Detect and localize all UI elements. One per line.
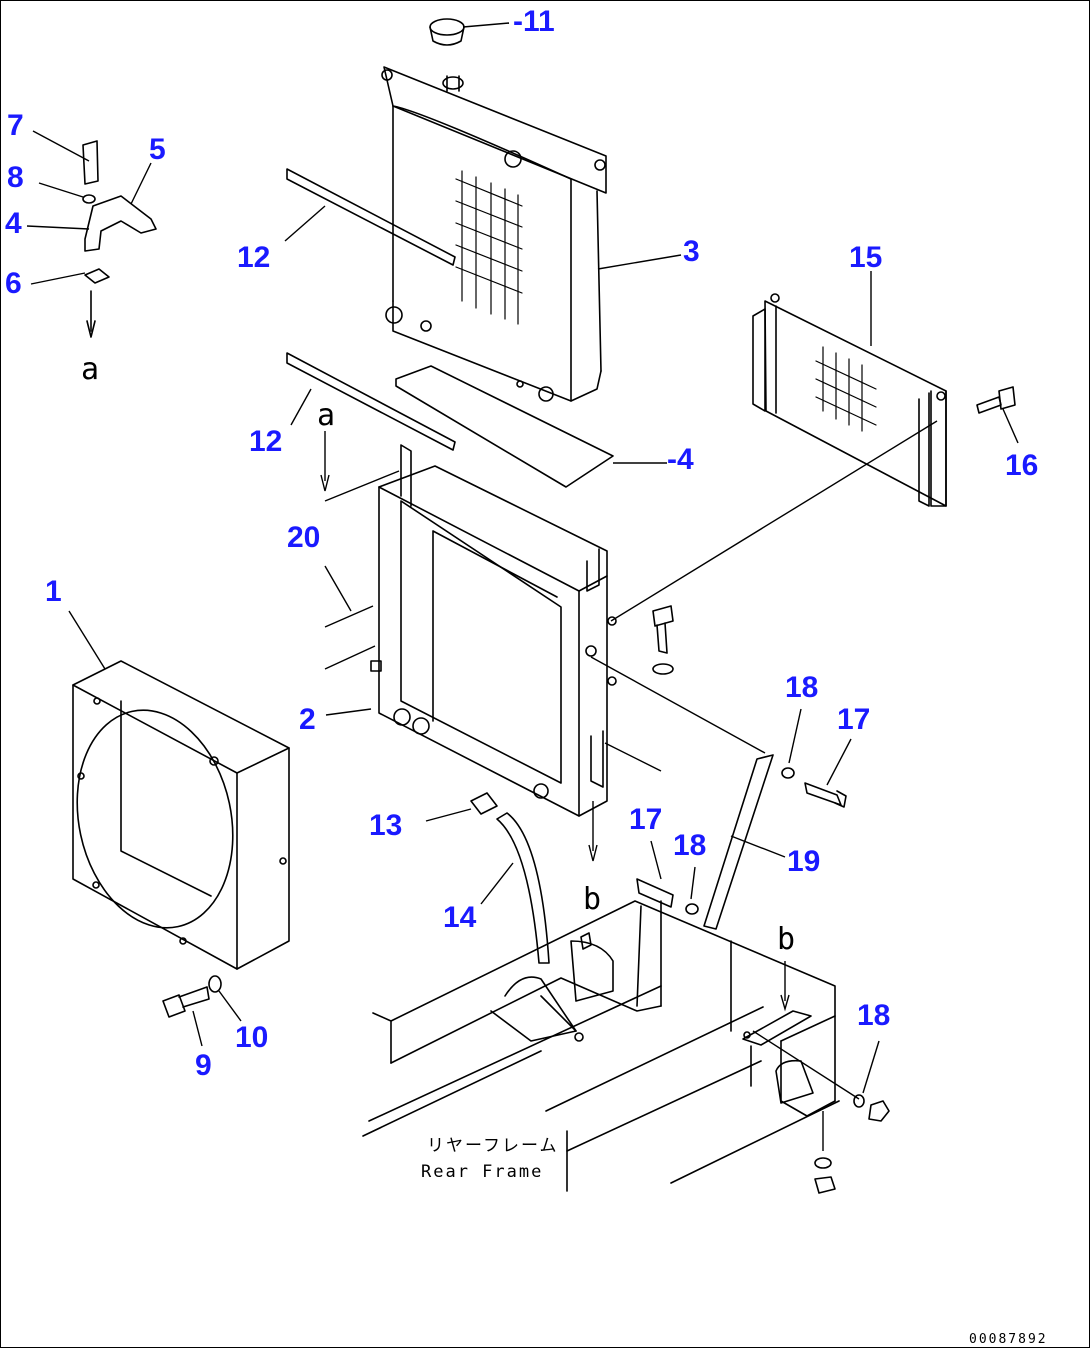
radiator-frame (370, 444, 617, 817)
fan-shroud (72, 660, 290, 970)
rear-frame (362, 900, 890, 1194)
cover-plate (395, 365, 614, 488)
label-1: 1 (45, 575, 62, 608)
label-8: 8 (7, 161, 24, 194)
mount-bolt (652, 605, 674, 675)
label-10: 10 (235, 1021, 268, 1054)
ref-b-frame: b (583, 882, 601, 917)
label-17-lower: 17 (629, 803, 662, 836)
stay-rod (636, 754, 847, 930)
radiator-cap (429, 18, 465, 92)
rear-frame-note: リヤーフレーム Rear Frame (421, 1136, 558, 1182)
label-6: 6 (5, 267, 22, 300)
cooler-bolt (976, 386, 1016, 414)
label-9: 9 (195, 1049, 212, 1082)
label-4-lower: -4 (667, 443, 694, 476)
label-5: 5 (149, 133, 166, 166)
label-11: -11 (513, 5, 555, 38)
bracket-group (82, 140, 157, 338)
hose (496, 812, 550, 964)
oil-cooler (752, 293, 947, 507)
label-7: 7 (7, 109, 24, 142)
label-12-lower: 12 (249, 425, 282, 458)
label-19: 19 (787, 845, 820, 878)
rear-frame-note-jp: リヤーフレーム (427, 1136, 558, 1156)
label-15: 15 (849, 241, 882, 274)
label-18-middle: 18 (673, 829, 706, 862)
shroud-bolt (162, 975, 222, 1018)
seal-strip-lower (286, 352, 456, 451)
label-18-upper: 18 (785, 671, 818, 704)
label-17-upper: 17 (837, 703, 870, 736)
label-14: 14 (443, 901, 477, 934)
radiator (381, 66, 607, 402)
item-labels: -11 7 5 8 4 12 3 15 6 12 -4 16 20 1 18 2… (5, 5, 1038, 1082)
label-12-upper: 12 (237, 241, 270, 274)
label-4-upper: 4 (5, 207, 22, 240)
hose-clamp (470, 792, 498, 815)
label-leaders (26, 22, 1019, 1094)
assembly-lines (320, 420, 938, 1151)
ref-b-rear-frame: b (777, 922, 795, 957)
label-20: 20 (287, 521, 320, 554)
label-18-lower: 18 (857, 999, 890, 1032)
rear-frame-note-en: Rear Frame (421, 1162, 543, 1182)
drawing-code: 00087892 (969, 1332, 1048, 1347)
label-16: 16 (1005, 449, 1038, 482)
label-13: 13 (369, 809, 402, 842)
reference-letters: a a b b (81, 352, 795, 957)
ref-a-frame: a (317, 398, 335, 433)
ref-a-bracket: a (81, 352, 99, 387)
seal-strip-upper (286, 168, 456, 266)
label-2: 2 (299, 703, 316, 736)
label-3: 3 (683, 235, 700, 268)
